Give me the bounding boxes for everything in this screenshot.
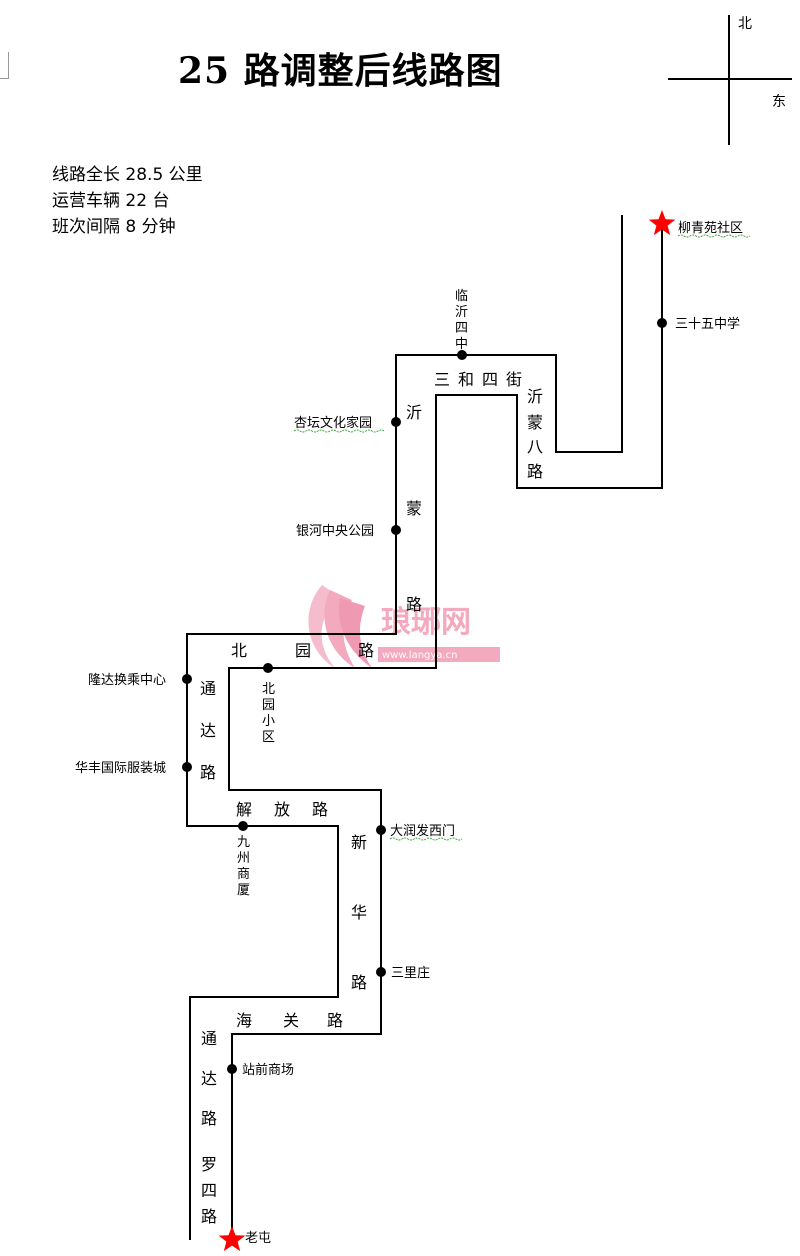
road-label-luo-si-lu: 罗 四 路 [201,1155,217,1226]
svg-text:放: 放 [274,800,290,819]
spell-underline [389,837,463,841]
svg-text:小: 小 [262,714,275,729]
svg-text:罗: 罗 [201,1155,217,1174]
svg-text:路: 路 [200,763,216,782]
svg-text:商: 商 [237,867,250,882]
stop-dot-zhanqian [227,1064,237,1074]
svg-text:解: 解 [236,800,252,819]
vehicle-count-text: 运营车辆 22 台 [52,191,170,211]
stop-label-xingtan: 杏坛文化家园 [294,415,372,431]
stop-label-darunfa: 大润发西门 [390,823,455,839]
svg-text:海: 海 [236,1011,252,1030]
stop-dot-beiyuan [263,663,273,673]
road-label-tongda-lu-lower: 通 达 路 [201,1029,217,1128]
svg-text:蒙: 蒙 [527,413,543,432]
road-label-haiguan-lu: 海 关 路 [236,1011,343,1030]
stop-dot-sanshiwu [657,318,667,328]
road-label-yimeng-lu: 沂 蒙 路 [406,403,422,614]
stop-label-sanshiwu: 三十五中学 [675,316,740,332]
interval-text: 班次间隔 8 分钟 [52,217,176,237]
svg-text:达: 达 [201,1069,217,1088]
svg-text:沂: 沂 [527,387,543,406]
svg-text:区: 区 [262,730,275,745]
svg-text:路: 路 [527,462,543,481]
svg-text:华: 华 [351,903,367,922]
road-label-sanhe-si-jie: 三和四街 [434,370,530,389]
svg-text:路: 路 [201,1207,217,1226]
svg-text:路: 路 [406,595,422,614]
road-label-beiyuan-lu: 北 园 路 [231,641,374,660]
stop-label-yinhe: 银河中央公园 [296,524,374,539]
map-title: 25 路调整后线路图 [178,50,503,92]
svg-text:新: 新 [351,833,367,852]
stop-label-linyi-four: 临 沂 四 中 [455,289,468,352]
compass-east-label: 东 [772,94,786,110]
svg-text:州: 州 [237,851,250,866]
stop-label-beiyuan-xiaoqu: 北 园 小 区 [262,682,275,745]
road-label-jiefang-lu: 解 放 路 [236,800,328,819]
svg-text:园: 园 [262,698,275,713]
svg-text:通: 通 [201,1029,217,1048]
svg-text:路: 路 [327,1011,343,1030]
stop-dot-darunfa [376,825,386,835]
svg-text:蒙: 蒙 [406,499,422,518]
compass-north-label: 北 [738,16,752,32]
stop-label-jiuzhou: 九 州 商 厦 [237,835,250,898]
road-label-yimeng-ba-lu: 沂 蒙 八 路 [527,387,543,481]
stop-label-sanlizhuang: 三里庄 [391,965,430,981]
spell-underline [293,429,385,433]
svg-text:北: 北 [231,641,247,660]
watermark-url: www.langya.cn [382,650,457,661]
svg-text:路: 路 [358,641,374,660]
stop-label-huafeng: 华丰国际服装城 [75,761,166,776]
svg-text:三和四街: 三和四街 [434,370,530,389]
compass-icon: 北 东 [668,15,792,145]
svg-text:路: 路 [312,800,328,819]
stop-dot-huafeng [182,762,192,772]
svg-text:厦: 厦 [237,883,250,898]
route-outbound-line [228,222,663,1240]
stop-dot-linyi-four [457,350,467,360]
stop-label-zhanqian: 站前商场 [242,1062,294,1078]
svg-text:北: 北 [262,682,275,697]
svg-text:沂: 沂 [406,403,422,422]
svg-text:达: 达 [200,721,216,740]
spell-underline [677,234,751,238]
road-label-tongda-lu-upper: 通 达 路 [200,679,216,782]
svg-text:沂: 沂 [455,305,468,320]
svg-text:园: 园 [295,641,311,660]
stop-label-longda: 隆达换乘中心 [88,673,166,688]
stop-dot-longda [182,674,192,684]
corner-mark [0,52,9,79]
stop-dot-jiuzhou [238,821,248,831]
svg-text:路: 路 [351,973,367,992]
stop-dot-yinhe [391,525,401,535]
svg-text:路: 路 [201,1109,217,1128]
terminal-star-end [218,1226,246,1252]
terminal-star-start [648,210,676,236]
stop-label-start-terminal: 柳青苑社区 [678,220,743,236]
route-length-text: 线路全长 28.5 公里 [52,165,203,185]
svg-text:四: 四 [201,1181,217,1200]
route-inbound-line [186,215,623,1240]
stop-dot-xingtan [391,417,401,427]
watermark-logo: 琅琊网 www.langya.cn [308,585,500,668]
svg-text:通: 通 [200,679,216,698]
stop-dot-sanlizhuang [376,967,386,977]
svg-text:中: 中 [455,337,468,352]
svg-text:八: 八 [527,437,543,456]
svg-text:临: 临 [455,289,468,304]
stop-label-end-terminal: 老屯 [245,1231,271,1246]
svg-text:九: 九 [237,835,250,850]
svg-text:关: 关 [283,1011,299,1030]
road-label-xinhua-lu: 新 华 路 [351,833,367,992]
svg-text:四: 四 [455,321,468,336]
